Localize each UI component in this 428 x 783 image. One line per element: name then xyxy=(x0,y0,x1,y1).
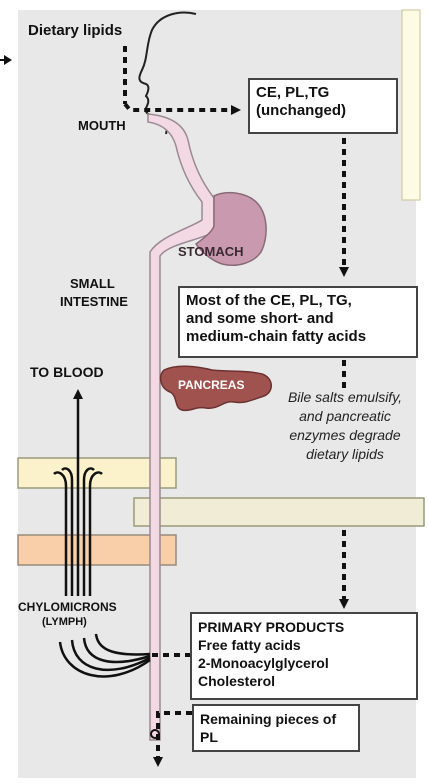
edge-arrow-head xyxy=(4,55,12,65)
most-line-2: and some short- and xyxy=(186,310,410,328)
chylomicrons-label: CHYLOMICRONS xyxy=(18,600,117,614)
bile-salts-text: Bile salts emulsify, and pancreatic enzy… xyxy=(262,388,428,464)
lymph-label: (LYMPH) xyxy=(42,616,87,628)
side-panel xyxy=(402,10,420,200)
primary-line-4: Cholesterol xyxy=(198,672,410,690)
unchanged-line-1: CE, PL,TG xyxy=(256,84,390,102)
bile-line-3: enzymes degrade xyxy=(262,426,428,445)
pancreas-label: PANCREAS xyxy=(178,378,244,392)
bile-line-2: and pancreatic xyxy=(262,407,428,426)
intestine-label: INTESTINE xyxy=(60,294,128,309)
most-line-1: Most of the CE, PL, TG, xyxy=(186,292,410,310)
remaining-line-1: Remaining pieces of xyxy=(200,710,352,728)
remaining-line-2: PL xyxy=(200,728,352,746)
primary-products-box: PRIMARY PRODUCTS Free fatty acids 2-Mono… xyxy=(190,612,418,700)
primary-line-1: PRIMARY PRODUCTS xyxy=(198,618,410,636)
unchanged-box: CE, PL,TG (unchanged) xyxy=(248,78,398,134)
remaining-pieces-box: Remaining pieces of PL xyxy=(192,704,360,752)
bar-tan xyxy=(134,498,424,526)
stomach-label: STOMACH xyxy=(178,244,243,259)
most-lipids-box: Most of the CE, PL, TG, and some short- … xyxy=(178,286,418,358)
small-label: SMALL xyxy=(70,276,115,291)
bile-line-4: dietary lipids xyxy=(262,445,428,464)
mouth-label: MOUTH xyxy=(78,118,126,133)
unchanged-line-2: (unchanged) xyxy=(256,102,390,120)
primary-line-3: 2-Monoacylglycerol xyxy=(198,654,410,672)
to-blood-label: TO BLOOD xyxy=(30,364,104,380)
primary-line-2: Free fatty acids xyxy=(198,636,410,654)
bile-line-1: Bile salts emulsify, xyxy=(262,388,428,407)
most-line-3: medium-chain fatty acids xyxy=(186,328,410,346)
dietary-lipids-label: Dietary lipids xyxy=(28,22,122,39)
